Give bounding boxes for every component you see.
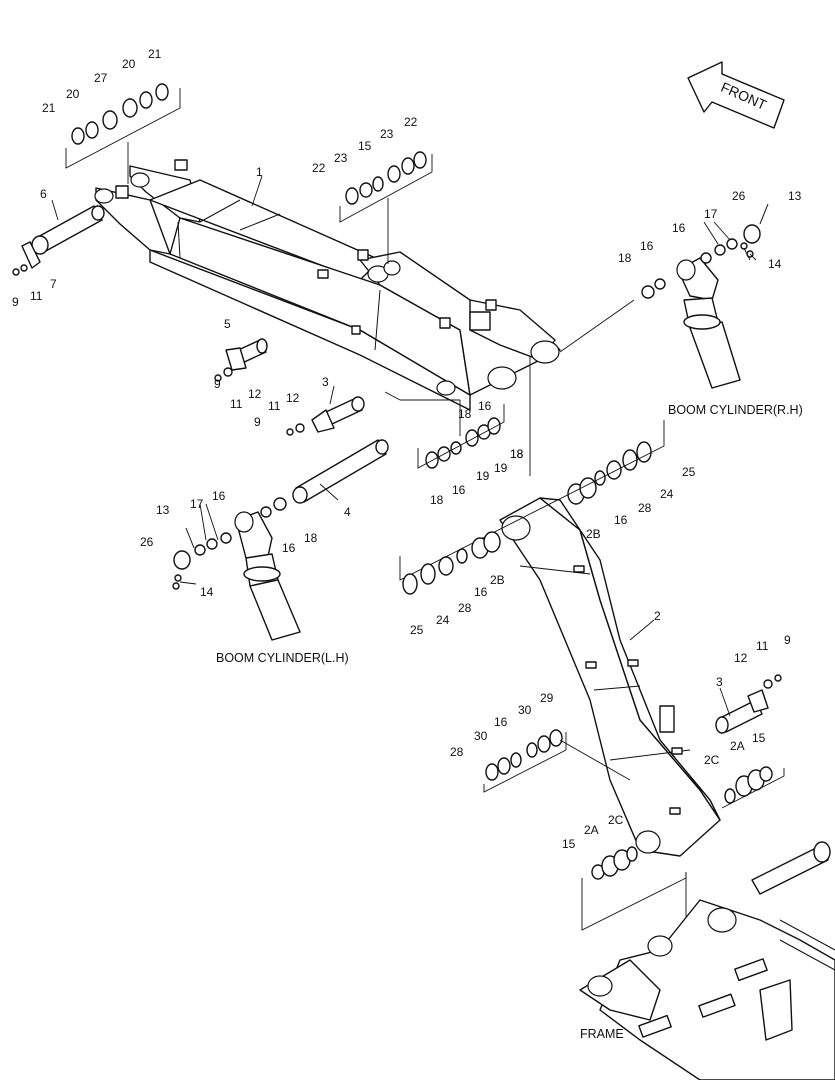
callout: 3 xyxy=(322,375,329,389)
callout: 22 xyxy=(312,161,326,175)
callout: 18 xyxy=(458,407,472,421)
callout: 19 xyxy=(476,469,490,483)
callout: 15 xyxy=(358,139,372,153)
callout: 2B xyxy=(586,527,601,541)
callout: 26 xyxy=(732,189,746,203)
bushing-set-lower-center xyxy=(581,846,687,944)
callout: 16 xyxy=(640,239,654,253)
callout: 28 xyxy=(638,501,652,515)
callout: 27 xyxy=(94,71,108,85)
lock-plate-7 xyxy=(21,241,41,269)
boom-cylinder-lh xyxy=(172,497,301,641)
callout: 16 xyxy=(452,483,466,497)
callout: 11 xyxy=(30,289,43,303)
callout: 2C xyxy=(704,753,720,767)
callout: 16 xyxy=(282,541,296,555)
callout: 23 xyxy=(334,151,348,165)
caption-boom-cylinder-lh: BOOM CYLINDER(L.H) xyxy=(216,651,349,665)
callout: 24 xyxy=(436,613,450,627)
callout: 14 xyxy=(200,585,214,599)
callout: 14 xyxy=(768,257,782,271)
callout: 16 xyxy=(474,585,488,599)
callout: 21 xyxy=(148,47,162,61)
bushing-set-upper-right xyxy=(399,356,665,581)
leader-lines xyxy=(51,175,757,717)
callout: 1 xyxy=(256,165,263,179)
washer-set-top-left xyxy=(65,83,181,184)
callout: 21 xyxy=(42,101,56,115)
front-arrow-icon: FRONT xyxy=(687,61,785,129)
callout: 9 xyxy=(254,415,261,429)
callout: 30 xyxy=(518,703,532,717)
callout: 28 xyxy=(458,601,472,615)
bushing-set-upper-left xyxy=(402,531,501,595)
callout: 12 xyxy=(734,651,748,665)
pin-3-upper xyxy=(311,396,365,433)
boom-upper xyxy=(94,159,561,411)
callout: 25 xyxy=(410,623,424,637)
callout: 11 xyxy=(756,639,769,653)
pin-3-lower xyxy=(715,689,769,734)
callout: 11 xyxy=(230,397,243,411)
callout: 18 xyxy=(618,251,632,265)
callout: 15 xyxy=(562,837,576,851)
callout: 9 xyxy=(784,633,791,647)
callout: 17 xyxy=(190,497,204,511)
callout: 3 xyxy=(716,675,723,689)
callout: 18 xyxy=(510,447,524,461)
pin-4 xyxy=(292,439,389,504)
callout: 16 xyxy=(494,715,508,729)
bushing-set-lower-right xyxy=(721,766,785,809)
callout: 20 xyxy=(66,87,80,101)
washer-set-lower-left xyxy=(483,729,631,793)
frame xyxy=(579,841,835,1080)
callout: 17 xyxy=(704,207,718,221)
callout: 9 xyxy=(12,295,19,309)
callout: 23 xyxy=(380,127,394,141)
callout: 7 xyxy=(50,277,57,291)
callout: 2B xyxy=(490,573,505,587)
callout: 2C xyxy=(608,813,624,827)
callout: 12 xyxy=(286,391,300,405)
callout: 11 xyxy=(268,399,281,413)
callout: 30 xyxy=(474,729,488,743)
washer-set-top-middle xyxy=(339,151,433,264)
washer-set-center xyxy=(384,391,505,469)
callout: 18 xyxy=(510,447,524,461)
callout: 16 xyxy=(212,489,226,503)
caption-boom-cylinder-rh: BOOM CYLINDER(R.H) xyxy=(668,403,803,417)
callout: 2A xyxy=(584,823,599,837)
caption-frame: FRAME xyxy=(580,1027,624,1041)
pin-6 xyxy=(31,205,105,255)
callout: 16 xyxy=(614,513,628,527)
callout: 25 xyxy=(682,465,696,479)
callout: 19 xyxy=(494,461,508,475)
pin-5 xyxy=(225,338,268,371)
callout: 22 xyxy=(404,115,418,129)
callout: 16 xyxy=(672,221,686,235)
callout: 26 xyxy=(140,535,154,549)
callout: 13 xyxy=(788,189,802,203)
callout: 18 xyxy=(430,493,444,507)
callout: 29 xyxy=(540,691,554,705)
callout: 6 xyxy=(40,187,47,201)
callout: 4 xyxy=(344,505,351,519)
callout: 18 xyxy=(304,531,318,545)
callout: 9 xyxy=(214,377,221,391)
boom-cylinder-rh xyxy=(559,203,769,389)
callout: 12 xyxy=(248,387,262,401)
callout: 5 xyxy=(224,317,231,331)
callout: 13 xyxy=(156,503,170,517)
callout: 15 xyxy=(752,731,766,745)
callout: 24 xyxy=(660,487,674,501)
callout: 20 xyxy=(122,57,136,71)
callout: 16 xyxy=(478,399,492,413)
callout: 2 xyxy=(654,609,661,623)
boom-lower xyxy=(499,497,721,857)
callout: 28 xyxy=(450,745,464,759)
callout: 2A xyxy=(730,739,745,753)
callout-labels: 21 20 27 20 21 22 23 15 23 22 1 6 9 11 7… xyxy=(12,47,802,851)
